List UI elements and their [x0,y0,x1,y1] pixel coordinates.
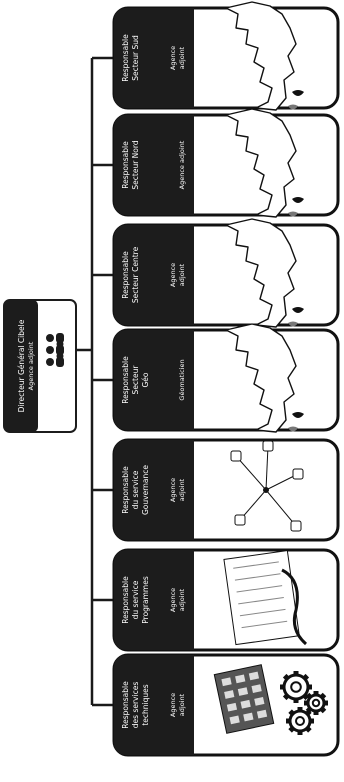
unit-title-line: Géo [141,372,150,387]
unit-subtitle-line: adjoint [178,46,186,69]
unit-subtitle-line: Agence adjoint [178,140,186,189]
unit-title-line: Responsable [121,34,130,82]
unit-title-line: du service [131,470,140,509]
unit-title-line: Responsable [121,251,130,299]
unit-subtitle-line: Agence [169,588,177,612]
unit-title-line: Responsable [121,141,130,189]
unit-subtitle-line: adjoint [178,478,186,501]
map-icon [225,323,304,433]
unit-title-line: Responsable [121,681,130,729]
director-box: Directeur Général Cibele Agence adjoint [3,299,77,433]
network-icon [230,440,304,532]
connector-lines [70,56,114,707]
unit-title-line: Secteur Sud [131,35,140,81]
unit-title-line: Programmes [141,576,150,624]
unit-subtitle-line: Agence [169,263,177,287]
unit-subtitle-line: adjoint [178,693,186,716]
map-icon [225,1,304,111]
unit-title-line: techniques [141,684,150,725]
director-title: Directeur Général Cibele [17,319,26,412]
gears-icon [213,664,328,735]
director-subtitle: Agence adjoint [27,341,35,390]
unit-title-line: Secteur [131,365,140,395]
team-icon [46,333,64,367]
unit-title-line: du service [131,580,140,619]
map-icon [225,108,304,218]
unit-title-line: Gouvernance [141,465,150,515]
unit-subtitle-line: adjoint [178,263,186,286]
unit-title-line: Responsable [121,466,130,514]
unit-title-line: des services [131,682,140,729]
unit-subtitle-line: Géomaticien [178,359,186,400]
unit-subtitle-line: adjoint [178,588,186,611]
unit-subtitle-line: Agence [169,478,177,502]
unit-title-line: Responsable [121,576,130,624]
report-icon [223,549,308,646]
unit-title-line: Secteur Centre [131,246,140,303]
unit-subtitle-line: Agence [169,693,177,717]
unit-title-line: Responsable [121,356,130,404]
unit-title-line: Secteur Nord [131,140,140,189]
unit-subtitle-line: Agence [169,46,177,70]
